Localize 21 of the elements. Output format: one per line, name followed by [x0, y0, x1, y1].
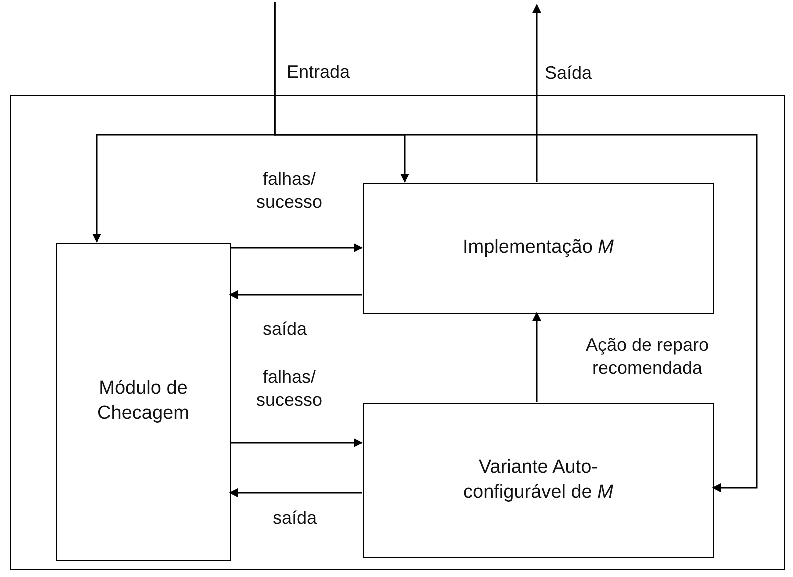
- box-label: Implementação M: [462, 236, 614, 260]
- process-box: [56, 243, 231, 561]
- input-label: Entrada: [287, 62, 350, 83]
- box-label: Variante Auto- configurável de M: [462, 456, 614, 504]
- edge-label: Ação de reparo recomendada: [584, 334, 710, 379]
- edge-label: Saída: [545, 62, 594, 84]
- arrow: [229, 290, 362, 300]
- edge-label: falhas/ sucesso: [255, 168, 324, 213]
- outer-frame: [10, 95, 785, 570]
- box-label: Módulo de Checagem: [96, 377, 190, 426]
- arrow: [532, 4, 542, 182]
- process-box: [363, 403, 714, 558]
- arrow: [274, 2, 758, 492]
- arrow: [230, 438, 363, 448]
- process-box: [363, 183, 714, 314]
- arrow: [532, 312, 542, 402]
- edge-label: saída: [272, 507, 318, 530]
- edge-label: saída: [262, 318, 308, 340]
- edge-label: falhas/ sucesso: [255, 366, 324, 411]
- arrow: [229, 488, 362, 498]
- arrow: [230, 244, 363, 252]
